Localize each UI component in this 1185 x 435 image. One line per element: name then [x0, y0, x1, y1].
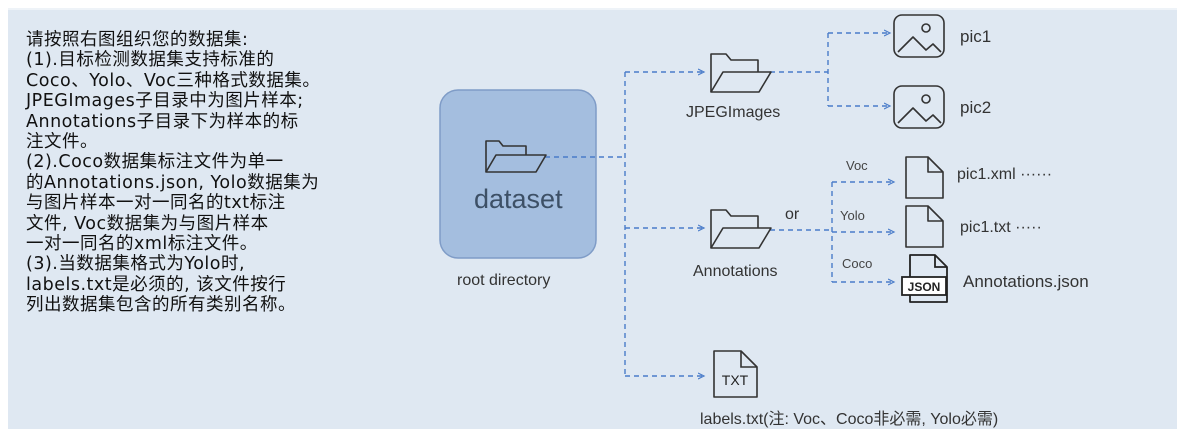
jpegimages-folder-icon [710, 53, 772, 93]
dataset-folder-icon [485, 140, 547, 173]
instruction-line: 一对一同名的xml标注文件。 [26, 234, 258, 255]
instruction-line: Annotations子目录下为样本的标 [26, 111, 299, 132]
labels-txt-label: labels.txt(注: Voc、Coco非必需, Yolo必需) [700, 411, 999, 428]
annotations-json-label: Annotations.json [963, 272, 1089, 291]
connector-lines [545, 33, 894, 376]
json-badge-text: JSON [908, 280, 941, 294]
document-icon [905, 205, 944, 248]
dataset-label: dataset [474, 184, 563, 214]
document-icon [905, 156, 944, 199]
voc-label: Voc [846, 158, 868, 173]
json-file-icon: JSON [901, 254, 948, 303]
xml-file-label: pic1.xml ······ [957, 166, 1053, 183]
image-icon [893, 85, 945, 129]
or-label: or [785, 206, 800, 223]
annotations-folder-icon [710, 209, 772, 249]
pic1-label: pic1 [960, 27, 992, 46]
coco-label: Coco [842, 256, 873, 271]
instruction-line: (1).目标检测数据集支持标准的 [26, 50, 275, 71]
instruction-line: 的Annotations.json, Yolo数据集为 [26, 172, 320, 193]
instruction-line: 列出数据集包含的所有类别名称。 [26, 295, 296, 316]
txt-badge-text: TXT [722, 372, 749, 388]
dataset-box [439, 89, 597, 259]
txt-file-icon: TXT [713, 350, 758, 398]
instruction-line: JPEGImages子目录中为图片样本; [26, 91, 304, 112]
root-directory-label: root directory [457, 272, 551, 289]
jpegimages-label: JPEGImages [686, 104, 781, 121]
instruction-line: 文件, Voc数据集为与图片样本 [26, 213, 269, 234]
instruction-line: 请按照右图组织您的数据集: [26, 30, 249, 50]
pic2-label: pic2 [960, 98, 992, 117]
instruction-line: Coco、Yolo、Voc三种格式数据集。 [26, 70, 321, 91]
image-icon [893, 14, 945, 58]
instructions-text: 请按照右图组织您的数据集: (1).目标检测数据集支持标准的 Coco、Yolo… [26, 30, 366, 316]
annotations-label: Annotations [693, 263, 778, 280]
instruction-line: labels.txt是必须的, 该文件按行 [26, 274, 287, 295]
instruction-line: 与图片样本一对一同名的txt标注 [26, 193, 286, 214]
yolo-label: Yolo [840, 208, 865, 223]
instruction-line: (2).Coco数据集标注文件为单一 [26, 152, 284, 173]
instruction-line: (3).当数据集格式为Yolo时, [26, 254, 246, 275]
instruction-line: 注文件。 [26, 132, 98, 153]
txt-file-label: pic1.txt ····· [960, 219, 1042, 236]
